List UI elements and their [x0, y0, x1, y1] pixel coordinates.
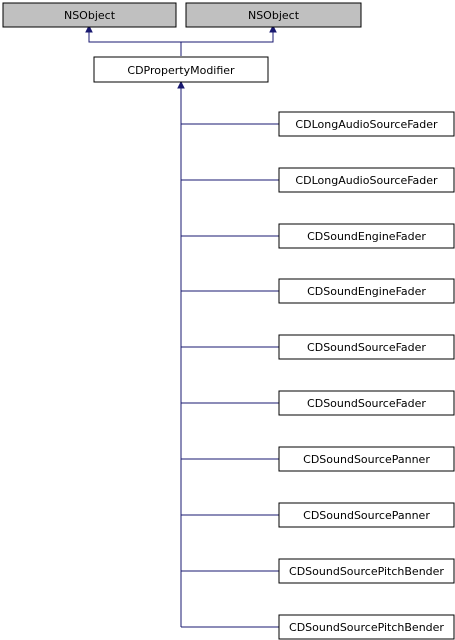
- node-box: [278, 446, 455, 472]
- arrowhead-nsobject-right: [269, 24, 277, 33]
- node-cdsoundenginefader[interactable]: CDSoundEngineFader: [278, 278, 455, 304]
- node-cdlongaudiosourcefader[interactable]: CDLongAudioSourceFader: [278, 167, 455, 193]
- node-cdsoundsourcepanner[interactable]: CDSoundSourcePanner: [278, 446, 455, 472]
- node-cdsoundenginefader[interactable]: CDSoundEngineFader: [278, 223, 455, 249]
- arrowhead-cdpropertymodifier: [177, 80, 185, 89]
- node-label: CDLongAudioSourceFader: [295, 118, 438, 131]
- node-box: [278, 111, 455, 137]
- node-cdpropertymodifier[interactable]: CDPropertyModifier: [93, 56, 269, 83]
- node-box: [278, 558, 455, 584]
- subclass-edges: [177, 80, 279, 628]
- node-nsobject-right[interactable]: NSObject: [185, 2, 362, 28]
- node-label: CDLongAudioSourceFader: [295, 174, 438, 187]
- edge-to-nsobject-right: [180, 32, 274, 56]
- node-box: [278, 167, 455, 193]
- node-cdsoundsourcepitchbender[interactable]: CDSoundSourcePitchBender: [278, 614, 455, 640]
- node-box: [278, 502, 455, 528]
- arrowhead-nsobject-left: [85, 24, 93, 33]
- node-cdsoundsourcefader[interactable]: CDSoundSourceFader: [278, 334, 455, 360]
- base-edges: [85, 24, 277, 56]
- node-box: [278, 278, 455, 304]
- node-label: CDSoundSourceFader: [307, 341, 426, 354]
- node-label: CDSoundEngineFader: [307, 230, 426, 243]
- node-box: [278, 223, 455, 249]
- node-cdlongaudiosourcefader[interactable]: CDLongAudioSourceFader: [278, 111, 455, 137]
- node-label: CDSoundSourcePanner: [303, 509, 430, 522]
- node-label: NSObject: [64, 9, 116, 22]
- node-cdsoundsourcepanner[interactable]: CDSoundSourcePanner: [278, 502, 455, 528]
- node-cdsoundsourcefader[interactable]: CDSoundSourceFader: [278, 390, 455, 416]
- node-label: CDSoundSourcePitchBender: [289, 621, 444, 634]
- node-label: CDSoundSourcePanner: [303, 453, 430, 466]
- node-box: [2, 2, 177, 28]
- node-label: CDPropertyModifier: [127, 64, 235, 77]
- node-box: [278, 614, 455, 640]
- node-label: NSObject: [248, 9, 300, 22]
- node-label: CDSoundSourcePitchBender: [289, 565, 444, 578]
- node-box: [185, 2, 362, 28]
- node-label: CDSoundSourceFader: [307, 397, 426, 410]
- node-box: [93, 56, 269, 83]
- node-box: [278, 334, 455, 360]
- edge-to-nsobject-left: [88, 32, 182, 56]
- node-box: [278, 390, 455, 416]
- node-label: CDSoundEngineFader: [307, 285, 426, 298]
- node-cdsoundsourcepitchbender[interactable]: CDSoundSourcePitchBender: [278, 558, 455, 584]
- node-nsobject-left[interactable]: NSObject: [2, 2, 177, 28]
